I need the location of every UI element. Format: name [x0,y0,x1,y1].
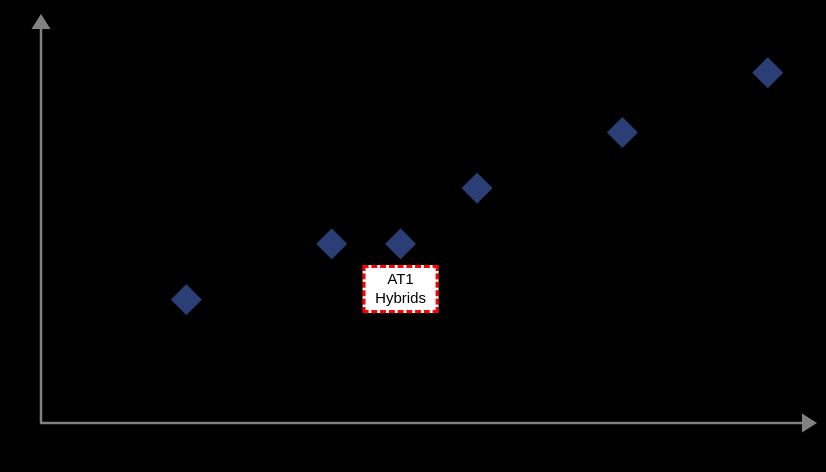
data-point-marker [461,172,493,204]
data-point-marker [316,228,348,260]
x-axis-arrowhead [802,413,817,433]
y-axis-arrowhead [31,14,51,29]
data-point-marker [170,284,202,316]
at1-hybrids-label: AT1 Hybrids [362,264,439,313]
data-point-marker [606,116,638,148]
data-point-marker [385,228,417,260]
data-point-marker [752,57,784,89]
